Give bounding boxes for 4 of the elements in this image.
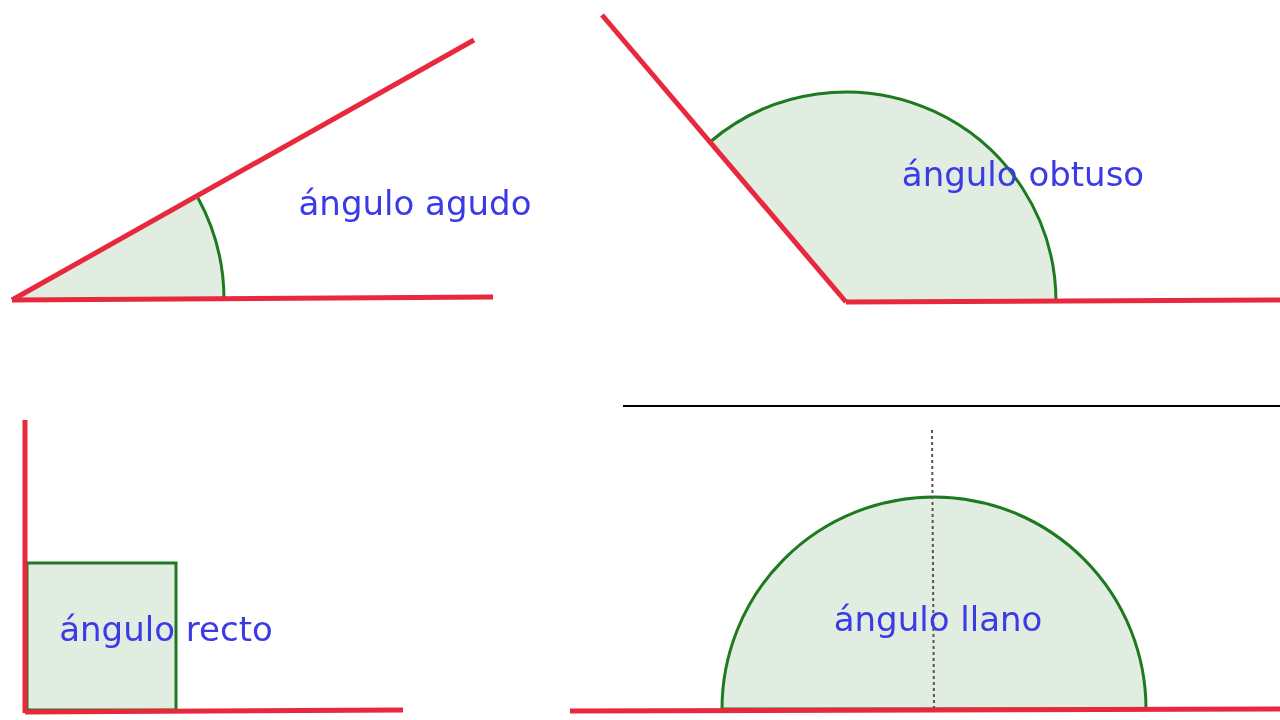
angle-label: ángulo llano	[833, 601, 1043, 639]
angle-label: ángulo recto	[59, 611, 273, 649]
angle-label: ángulo obtuso	[901, 156, 1145, 194]
angle-label: ángulo agudo	[298, 185, 532, 223]
